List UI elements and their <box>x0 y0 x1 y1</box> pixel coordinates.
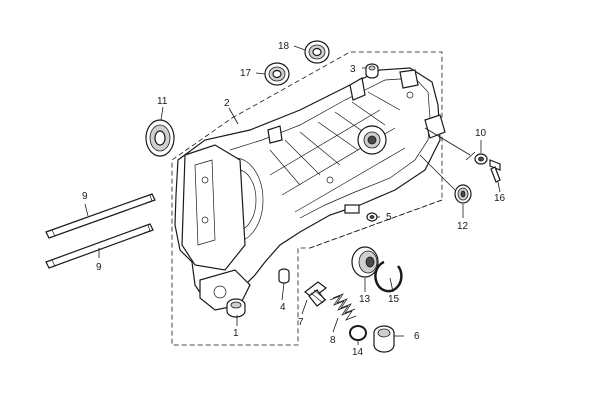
label-14: 14 <box>352 347 364 358</box>
label-5: 5 <box>386 212 392 223</box>
label-1: 1 <box>233 328 239 339</box>
label-11: 11 <box>157 96 168 107</box>
label-9-upper: 9 <box>82 191 88 202</box>
part-3-sleeve <box>365 63 379 79</box>
part-12-seal <box>454 184 472 204</box>
group-outline <box>171 51 443 346</box>
part-8-spring <box>329 293 357 321</box>
label-10: 10 <box>475 128 487 139</box>
label-15: 15 <box>388 294 400 305</box>
part-18-bearing <box>304 40 330 64</box>
part-4-pin <box>278 268 290 284</box>
label-3: 3 <box>350 64 356 75</box>
part-14-oring <box>349 325 367 341</box>
part-11-bearing <box>145 119 175 157</box>
part-10-washer <box>474 153 488 165</box>
label-12: 12 <box>457 221 469 232</box>
part-5-nut <box>366 212 378 222</box>
part-9-stud-lower <box>45 223 154 269</box>
label-8: 8 <box>330 335 336 346</box>
part-6-drain-bolt <box>373 325 395 353</box>
label-9-lower: 9 <box>96 262 102 273</box>
label-4: 4 <box>280 302 286 313</box>
part-13-bearing <box>351 246 379 278</box>
label-13: 13 <box>359 294 371 305</box>
label-18: 18 <box>278 41 290 52</box>
part-16-bolt <box>489 159 501 183</box>
label-16: 16 <box>494 193 506 204</box>
part-15-circlip <box>374 260 403 293</box>
label-7: 7 <box>298 317 304 328</box>
part-9-stud-upper <box>45 193 156 239</box>
part-7-plug <box>304 281 327 307</box>
leader-lines <box>84 45 501 345</box>
label-2: 2 <box>224 98 230 109</box>
label-6: 6 <box>414 331 420 342</box>
label-17: 17 <box>240 68 252 79</box>
part-17-bearing <box>264 62 290 86</box>
callout-labels: 2 1 3 4 5 6 7 8 9 9 10 11 12 13 14 15 16… <box>82 41 506 358</box>
crankcase-body <box>174 67 446 311</box>
part-1-dowel <box>226 298 246 318</box>
